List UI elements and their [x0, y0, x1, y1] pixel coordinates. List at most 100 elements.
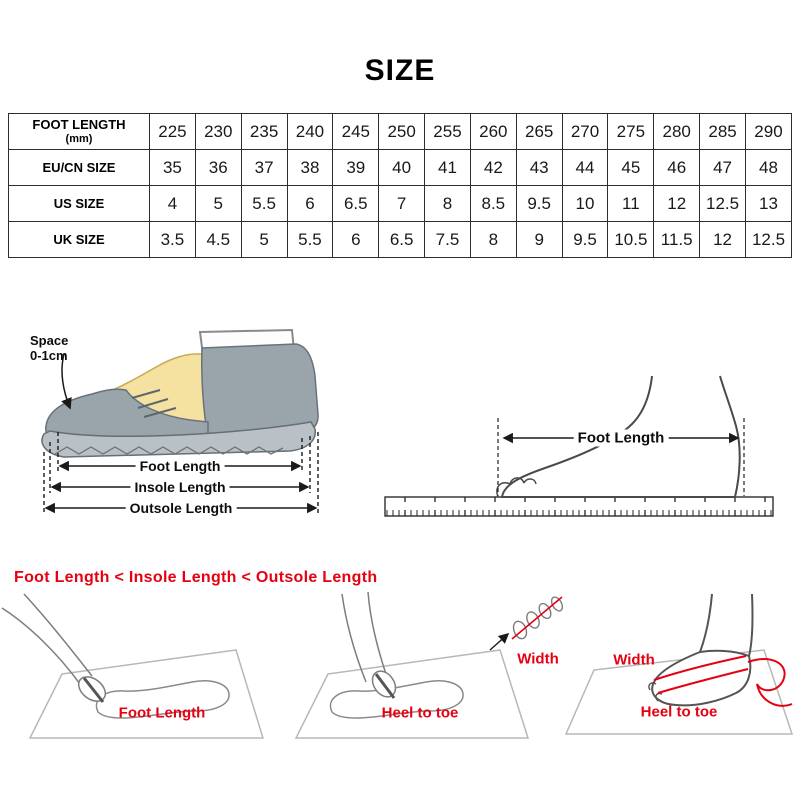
size-table-cell: 6	[286, 185, 334, 222]
size-table-cell: 13	[744, 185, 793, 222]
size-table-cell: 45	[607, 149, 655, 186]
size-table-row-header: EU/CN SIZE	[8, 149, 150, 186]
size-table-cell: 7	[378, 185, 426, 222]
step3-heel-to-toe-label: Heel to toe	[640, 703, 718, 721]
pen	[374, 673, 396, 699]
size-table-cell: 35	[149, 149, 196, 186]
size-table-cell: 235	[240, 113, 288, 150]
measuring-steps-illustration	[1, 592, 794, 739]
size-table-cell: 10.5	[607, 221, 655, 258]
size-table-cell: 6	[332, 221, 380, 258]
space-gap-line1: Space	[30, 333, 69, 348]
step3-wrap-foot	[564, 593, 794, 735]
foot-outline-trace	[95, 680, 230, 719]
size-table-cell: 10	[561, 185, 609, 222]
size-table-cell: 37	[240, 149, 288, 186]
outsole	[41, 421, 316, 458]
size-table-cell: 12.5	[699, 185, 746, 222]
measuring-tape-band	[653, 655, 747, 681]
size-table-cell: 9.5	[515, 185, 563, 222]
size-table-cell: 41	[424, 149, 471, 186]
size-table-cell: 5	[194, 185, 242, 222]
size-table-cell: 245	[332, 113, 380, 150]
size-table-cell: 44	[561, 149, 609, 186]
size-table-row-header: US SIZE	[8, 185, 150, 222]
paper-sheet	[294, 649, 530, 739]
size-table-cell: 8	[469, 221, 517, 258]
size-table-cell: 255	[424, 113, 471, 150]
size-table-cell: 6.5	[378, 221, 426, 258]
leg	[699, 593, 754, 657]
size-table-cell: 46	[653, 149, 701, 186]
space-arrow	[61, 353, 72, 410]
size-table-cell: 11	[607, 185, 655, 222]
toes-detail	[648, 682, 663, 702]
size-table-cell: 275	[607, 113, 655, 150]
size-table-cell: 12.5	[744, 221, 793, 258]
insole-length-arrow-label: Insole Length	[130, 479, 230, 495]
toe	[550, 596, 564, 612]
size-table-cell: 43	[515, 149, 563, 186]
step1-foot-length-label: Foot Length	[118, 704, 206, 722]
size-table-cell: 4	[149, 185, 196, 222]
size-table-cell: 280	[653, 113, 701, 150]
size-table-cell: 8.5	[469, 185, 517, 222]
size-table-cell: 36	[194, 149, 242, 186]
size-rule-text: Foot Length < Insole Length < Outsole Le…	[14, 569, 378, 586]
size-table-cell: 40	[378, 149, 426, 186]
measuring-tape-tail	[747, 658, 793, 707]
size-table-cell: 12	[699, 221, 746, 258]
size-table-cell: 265	[515, 113, 563, 150]
size-table-cell: 270	[561, 113, 609, 150]
size-table-cell: 290	[744, 113, 793, 150]
step1-trace-foot	[1, 593, 265, 739]
size-table-cell: 12	[653, 185, 701, 222]
size-table-row-header: UK SIZE	[8, 221, 150, 258]
size-table-cell: 38	[286, 149, 334, 186]
foot-length-arrow-label: Foot Length	[135, 458, 225, 474]
size-table-cell: 42	[469, 149, 517, 186]
size-table-cell: 230	[194, 113, 242, 150]
size-table-cell: 250	[378, 113, 426, 150]
width-measure-line	[511, 596, 563, 640]
step2-heel-to-toe-label: Heel to toe	[381, 704, 459, 722]
size-table-cell: 39	[332, 149, 380, 186]
pencil	[82, 677, 105, 703]
paper-sheet	[28, 649, 265, 739]
size-table-cell: 47	[699, 149, 746, 186]
step3-width-label: Width	[613, 651, 655, 669]
step2-width-label: Width	[517, 650, 559, 668]
size-table-row-header: FOOT LENGTH(mm)	[8, 113, 150, 150]
size-table-cell: 9	[515, 221, 563, 258]
laces	[131, 389, 177, 418]
space-gap-line2: 0-1cm	[30, 348, 68, 363]
size-table-cell: 9.5	[561, 221, 609, 258]
space-gap-label: Space 0-1cm	[30, 333, 68, 363]
size-table-cell: 225	[149, 113, 196, 150]
size-table-cell: 7.5	[424, 221, 471, 258]
size-table-cell: 5	[240, 221, 288, 258]
ruler-ticks-large	[385, 497, 773, 516]
arm	[1, 593, 93, 685]
size-table-cell: 8	[424, 185, 471, 222]
size-table-cell: 6.5	[332, 185, 380, 222]
page-title: SIZE	[364, 54, 436, 87]
shoe-and-ruler-illustration	[41, 328, 774, 517]
arm	[341, 592, 387, 683]
size-table-cell: 285	[699, 113, 746, 150]
ruler-foot-length-label: Foot Length	[573, 429, 669, 447]
tread-zigzag	[54, 446, 284, 455]
size-table-cell: 240	[286, 113, 334, 150]
step2-trace-foot	[294, 592, 530, 739]
size-table-cell: 5.5	[240, 185, 288, 222]
size-table-cell: 11.5	[653, 221, 701, 258]
size-table-cell: 260	[469, 113, 517, 150]
toes-detail	[496, 477, 537, 498]
measuring-tape-band	[657, 668, 749, 694]
shoe-cross-section	[41, 328, 319, 458]
width-pointer-arrow	[489, 632, 510, 651]
